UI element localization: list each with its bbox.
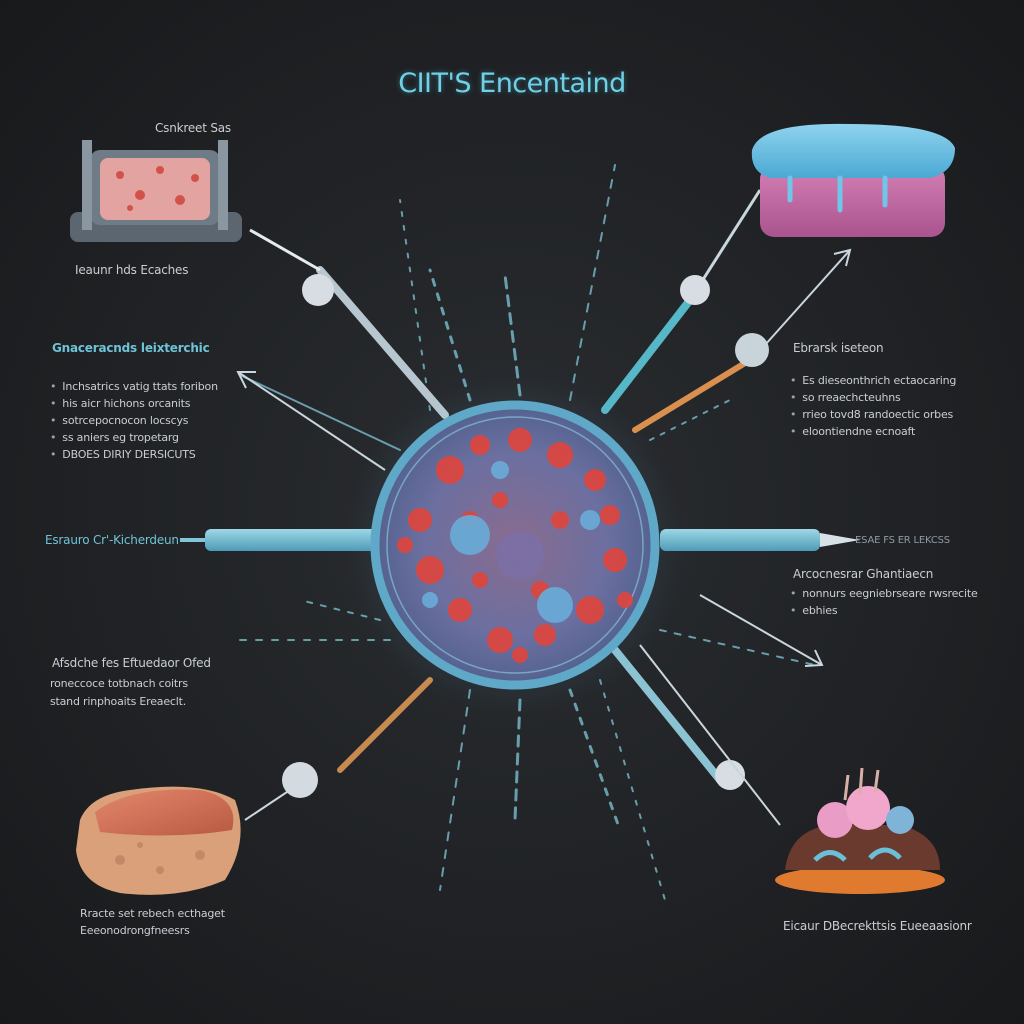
list-item: rrieo tovd8 randoectic orbes [790,406,956,423]
left-lower-line-1: roneccoce totbnach coitrs [50,677,188,690]
list-item: nonnurs eegniebrseare rwsrecite [790,585,977,602]
list-item: eloontiendne ecnoaft [790,423,956,440]
list-item: sotrcepocnocon locscys [50,412,218,429]
right-upper-heading: Ebrarsk iseteon [793,341,884,355]
radiating-streaks [239,164,816,901]
right-tube [660,529,860,551]
diagram-title: CIIT'S Encentaind [398,68,626,99]
top-left-caption: Ieaunr hds Ecaches [75,263,189,277]
industrial-dish-icon [70,140,242,242]
list-item: his aicr hichons orcanits [50,395,218,412]
syringe-icon [249,189,781,826]
right-mid-list: nonnurs eegniebrseare rwsrecite ebhies [790,585,978,619]
bottom-left-line-2: Eeeonodrongfneesrs [80,924,190,937]
left-upper-list: Inchsatrics vatig ttats foribon his aicr… [50,378,218,463]
right-upper-list: Es dieseonthrich ectaocaring so rreaechc… [790,372,956,440]
left-upper-heading: Gnaceracnds leixterchic [52,341,210,355]
bottom-left-line-1: Rracte set rebech ecthaget [80,907,225,920]
list-item: Inchsatrics vatig ttats foribon [50,378,218,395]
list-item: ss aniers eg tropetarg [50,429,218,446]
left-mid-label: Esrauro Cr'-Kicherdeun [45,533,179,547]
left-lower-line-2: stand rinphoaits Ereaeclt. [50,695,187,708]
bottom-right-label: Eicaur DBecrekttsis Eueeaasionr [783,919,972,933]
central-cell-icon [345,375,685,715]
left-lower-heading: Afsdche fes Eftuedaor Ofed [52,656,211,670]
right-mid-tag: ESAE FS ER LEKCSS [855,535,950,546]
right-mid-heading: Arcocnesrar Ghantiaecn [793,567,934,581]
list-item: DBOES DIRIY DERSICUTS [50,446,218,463]
list-item: so rreaechcteuhns [790,389,956,406]
top-left-tag: Csnkreet Sas [155,121,231,135]
raw-meat-tissue-icon [76,786,241,895]
arrow-icon [236,248,852,821]
list-item: Es dieseonthrich ectaocaring [790,372,956,389]
left-tube [180,529,380,551]
coral-tissue-icon [775,767,945,894]
list-item: ebhies [790,602,978,619]
blue-gel-block-icon [751,123,955,237]
